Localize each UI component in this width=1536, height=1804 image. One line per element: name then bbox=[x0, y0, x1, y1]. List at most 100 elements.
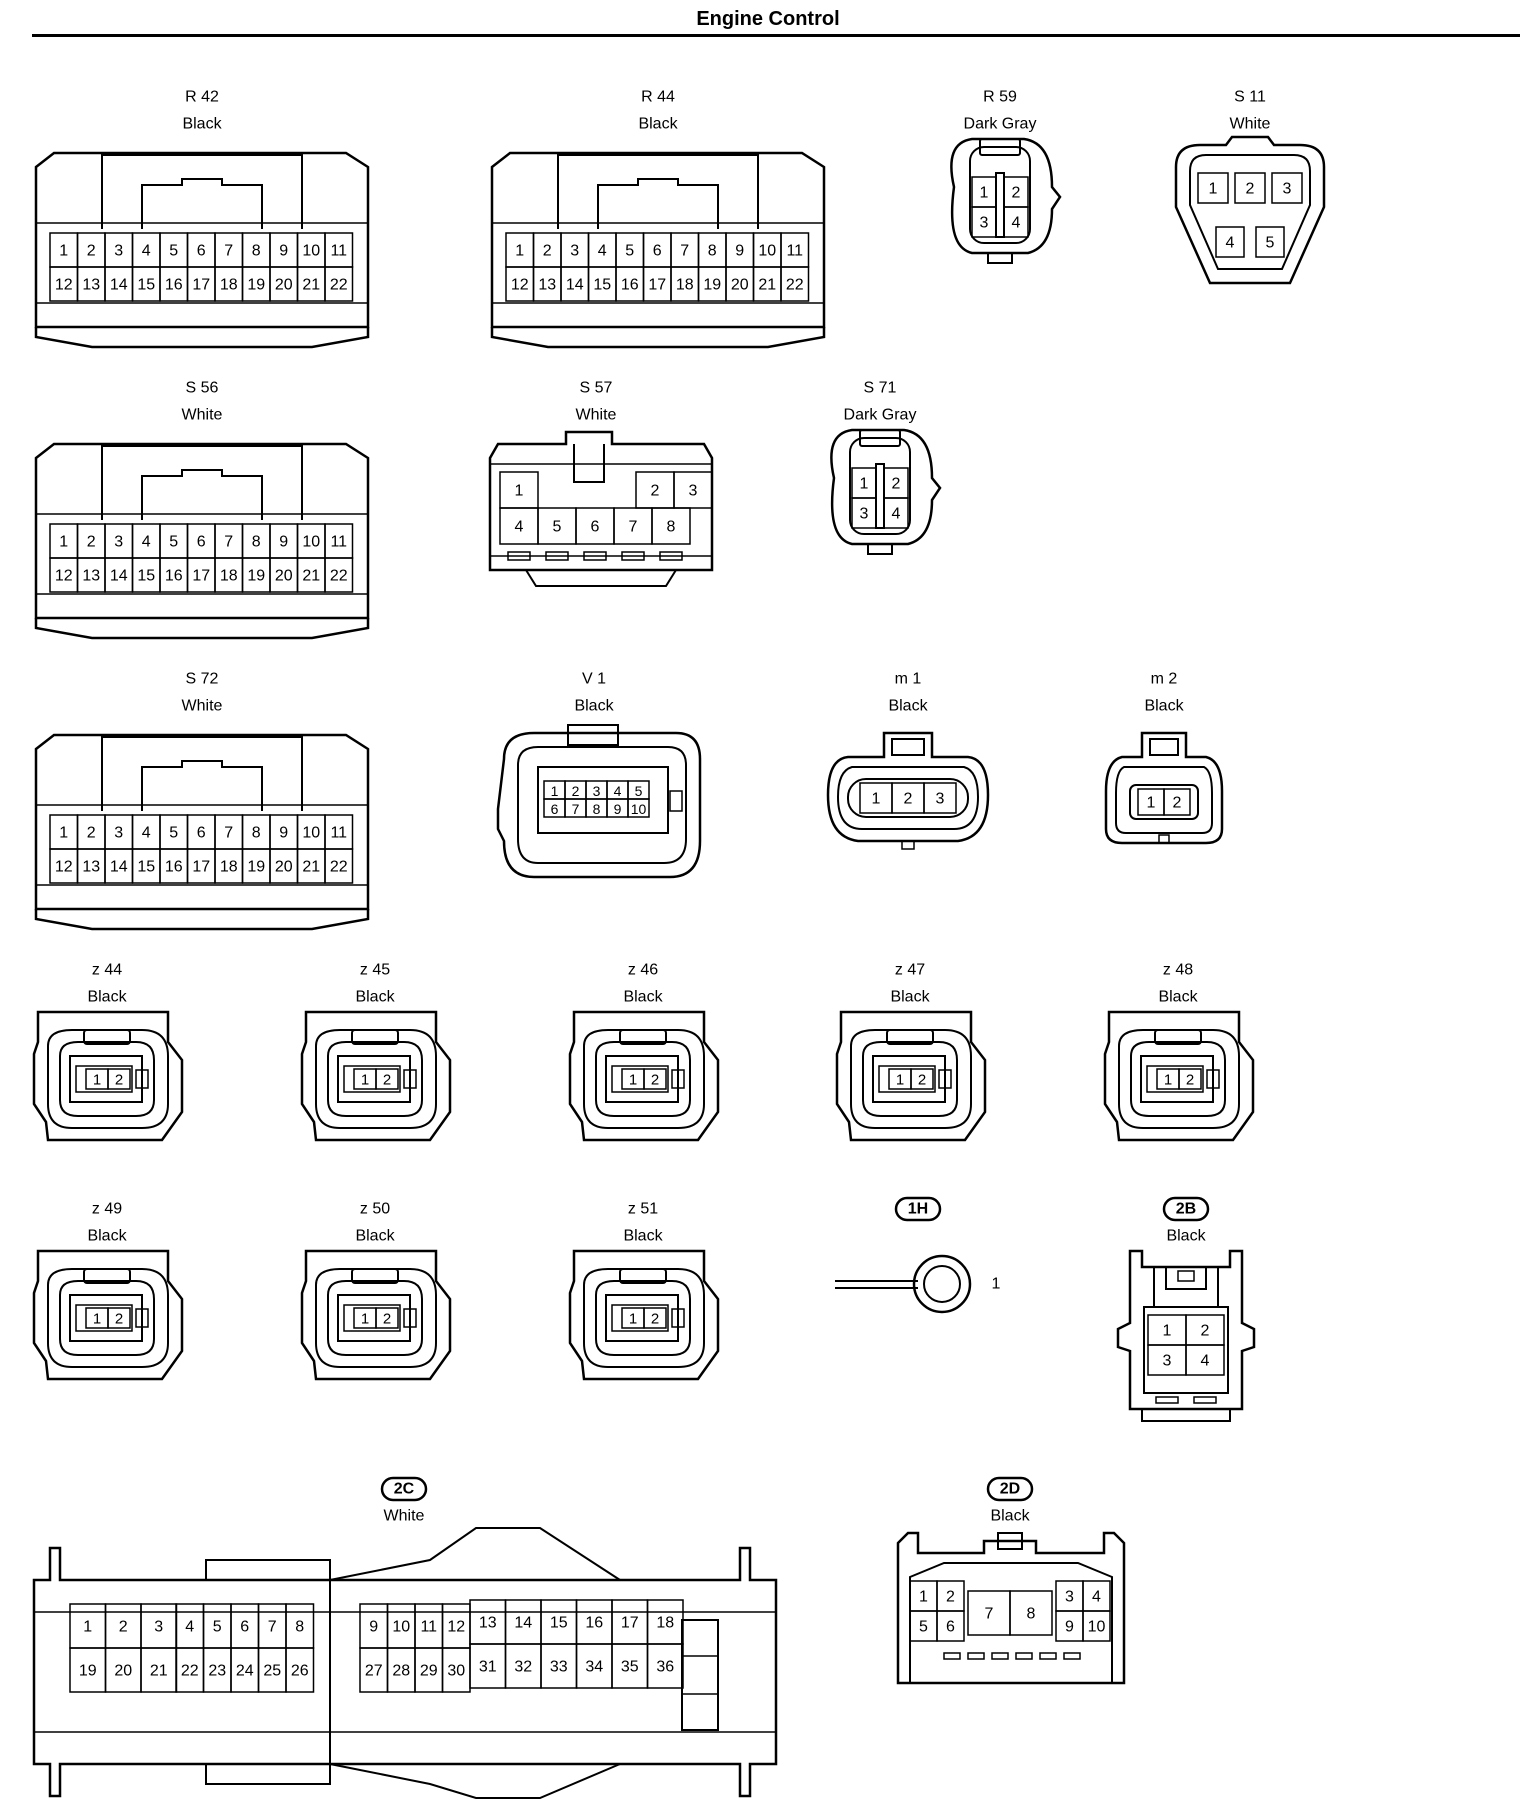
pin-label: 2 bbox=[651, 1311, 659, 1328]
connector-id: z 47 bbox=[895, 962, 925, 979]
pin-label: 16 bbox=[165, 277, 183, 294]
pin-label: 9 bbox=[614, 801, 622, 817]
pin-label: 1 bbox=[551, 783, 559, 799]
pin-label: 5 bbox=[1266, 235, 1275, 252]
connector-id: R 59 bbox=[983, 89, 1017, 106]
pin-label: 5 bbox=[919, 1619, 928, 1636]
pin-label: 3 bbox=[936, 791, 945, 808]
pin-label: 9 bbox=[735, 243, 744, 260]
pin-label: 21 bbox=[302, 859, 320, 876]
pin-label: 3 bbox=[1283, 181, 1292, 198]
pin-label: 11 bbox=[330, 534, 347, 551]
pin-label: 27 bbox=[365, 1663, 383, 1680]
connector-id: z 44 bbox=[92, 962, 122, 979]
pin-label: 9 bbox=[1065, 1619, 1074, 1636]
pin-label: 17 bbox=[192, 859, 210, 876]
connector-id: z 49 bbox=[92, 1201, 122, 1218]
pin-label: 15 bbox=[593, 277, 611, 294]
pin-label: 1 bbox=[629, 1072, 637, 1089]
pin-label: 1 bbox=[361, 1311, 369, 1328]
pin-label: 10 bbox=[302, 534, 320, 551]
pin-label: 1 bbox=[93, 1072, 101, 1089]
pin-label: 4 bbox=[598, 243, 607, 260]
connector-id: 2B bbox=[1176, 1201, 1196, 1218]
pin-label: 26 bbox=[291, 1663, 309, 1680]
pin-label: 30 bbox=[447, 1663, 465, 1680]
connector-color: Black bbox=[638, 116, 678, 133]
pin-label: 24 bbox=[236, 1663, 254, 1680]
pin-label: 1 bbox=[83, 1619, 92, 1636]
page-title: Engine Control bbox=[696, 8, 840, 30]
pin-label: 3 bbox=[154, 1619, 163, 1636]
pin-label: 5 bbox=[635, 783, 643, 799]
pin-label: 1 bbox=[515, 243, 524, 260]
pin-label: 15 bbox=[137, 568, 155, 585]
pin-label: 8 bbox=[295, 1619, 304, 1636]
pin-label: 2 bbox=[1012, 185, 1021, 202]
connector-color: Black bbox=[87, 989, 127, 1006]
pin-label: 10 bbox=[758, 243, 776, 260]
pin-label: 16 bbox=[165, 859, 183, 876]
pin-label: 18 bbox=[220, 277, 238, 294]
pin-label: 1 bbox=[980, 185, 989, 202]
pin-label: 1 bbox=[1163, 1323, 1172, 1340]
pin-label: 4 bbox=[892, 506, 901, 523]
pin-label: 19 bbox=[79, 1663, 97, 1680]
connector-color: Black bbox=[623, 1228, 663, 1245]
pin-label: 1 bbox=[872, 791, 881, 808]
pin-label: 13 bbox=[479, 1615, 497, 1632]
pin-label: 9 bbox=[279, 243, 288, 260]
pin-label: 5 bbox=[213, 1619, 222, 1636]
connector-id: 2D bbox=[1000, 1481, 1020, 1498]
pin-label: 14 bbox=[110, 277, 128, 294]
pin-label: 2 bbox=[892, 476, 901, 493]
pin-label: 5 bbox=[169, 825, 178, 842]
pin-label: 23 bbox=[208, 1663, 226, 1680]
pin-label: 20 bbox=[275, 568, 293, 585]
pin-label: 36 bbox=[656, 1659, 674, 1676]
pin-label: 13 bbox=[82, 859, 100, 876]
connector-color: Dark Gray bbox=[964, 116, 1037, 133]
pin-label: 17 bbox=[192, 568, 210, 585]
connector-r44: R 44Black1122133144155166177188199201021… bbox=[490, 89, 826, 349]
pin-label: 2 bbox=[87, 534, 96, 551]
pin-label: 3 bbox=[860, 506, 869, 523]
pin-label: 2 bbox=[1201, 1323, 1210, 1340]
pin-label: 2 bbox=[572, 783, 580, 799]
pin-label: 14 bbox=[514, 1615, 532, 1632]
pin-label: 21 bbox=[302, 568, 320, 585]
connector-color: Black bbox=[355, 989, 395, 1006]
pin-label: 1 bbox=[629, 1311, 637, 1328]
pin-label: 4 bbox=[185, 1619, 194, 1636]
pin-label: 12 bbox=[55, 859, 73, 876]
pin-label: 3 bbox=[593, 783, 601, 799]
pin-label: 35 bbox=[621, 1659, 639, 1676]
pin-label: 4 bbox=[1012, 215, 1021, 232]
connector-id: 2C bbox=[394, 1481, 415, 1498]
pin-label: 5 bbox=[553, 519, 562, 536]
pin-label: 14 bbox=[110, 568, 128, 585]
pin-label: 16 bbox=[621, 277, 639, 294]
pin-label: 15 bbox=[137, 277, 155, 294]
pin-label: 4 bbox=[1092, 1589, 1101, 1606]
pin-label: 1 bbox=[93, 1311, 101, 1328]
connector-id: z 51 bbox=[628, 1201, 658, 1218]
pin-label: 11 bbox=[420, 1619, 437, 1636]
pin-label: 5 bbox=[169, 534, 178, 551]
connector-color: Black bbox=[1158, 989, 1198, 1006]
pin-label: 2 bbox=[115, 1072, 123, 1089]
pin-label: 12 bbox=[511, 277, 529, 294]
pin-label: 14 bbox=[566, 277, 584, 294]
pin-label: 29 bbox=[420, 1663, 438, 1680]
pin-label: 17 bbox=[621, 1615, 639, 1632]
pin-label: 2 bbox=[946, 1589, 955, 1606]
